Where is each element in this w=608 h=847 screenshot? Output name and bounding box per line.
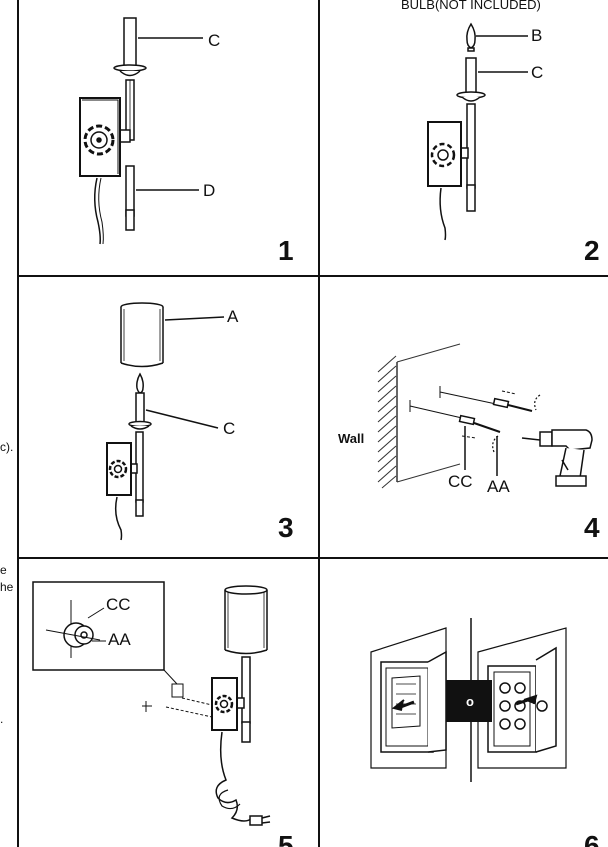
margin-fragment-2: e <box>0 563 7 577</box>
panel-1-step-number: 1 <box>278 235 294 266</box>
panel-5-label-aa: AA <box>108 630 131 649</box>
panel-1-label-d: D <box>203 181 215 200</box>
panel-5 <box>32 581 271 826</box>
panel-4-label-aa: AA <box>487 477 510 496</box>
margin-fragment-1: c). <box>0 440 14 454</box>
step-6-badge <box>446 680 492 722</box>
panel-2-step-number: 2 <box>584 235 600 266</box>
panel-4-wall-label: Wall <box>338 431 364 446</box>
detail-inset <box>32 581 165 671</box>
panel-2 <box>427 22 528 241</box>
step-6-badge-label: o <box>466 694 474 709</box>
panel-6-step-number: 6 <box>584 830 600 847</box>
panel-3-label-c: C <box>223 419 235 438</box>
panel-3-step-number: 3 <box>278 512 294 543</box>
panel-1-label-c: C <box>208 31 220 50</box>
panel-5-step-number: 5 <box>278 830 294 847</box>
panel-1 <box>79 17 203 245</box>
panel-3 <box>106 302 225 541</box>
panel-3-label-a: A <box>227 307 239 326</box>
bulb-not-included-note: BULB(NOT INCLUDED) <box>401 0 541 12</box>
margin-fragment-4: . <box>0 712 4 726</box>
panel-4-label-cc: CC <box>448 472 473 491</box>
panel-4 <box>377 343 593 489</box>
panel-6 <box>370 618 567 782</box>
panel-4-step-number: 4 <box>584 512 600 543</box>
drill-icon <box>521 429 593 487</box>
wall-hatch <box>377 343 461 489</box>
panel-grid <box>17 0 608 847</box>
margin-fragment-3: he <box>0 580 14 594</box>
panel-2-label-c: C <box>531 63 543 82</box>
panel-2-label-b: B <box>531 26 542 45</box>
panel-5-label-cc: CC <box>106 595 131 614</box>
